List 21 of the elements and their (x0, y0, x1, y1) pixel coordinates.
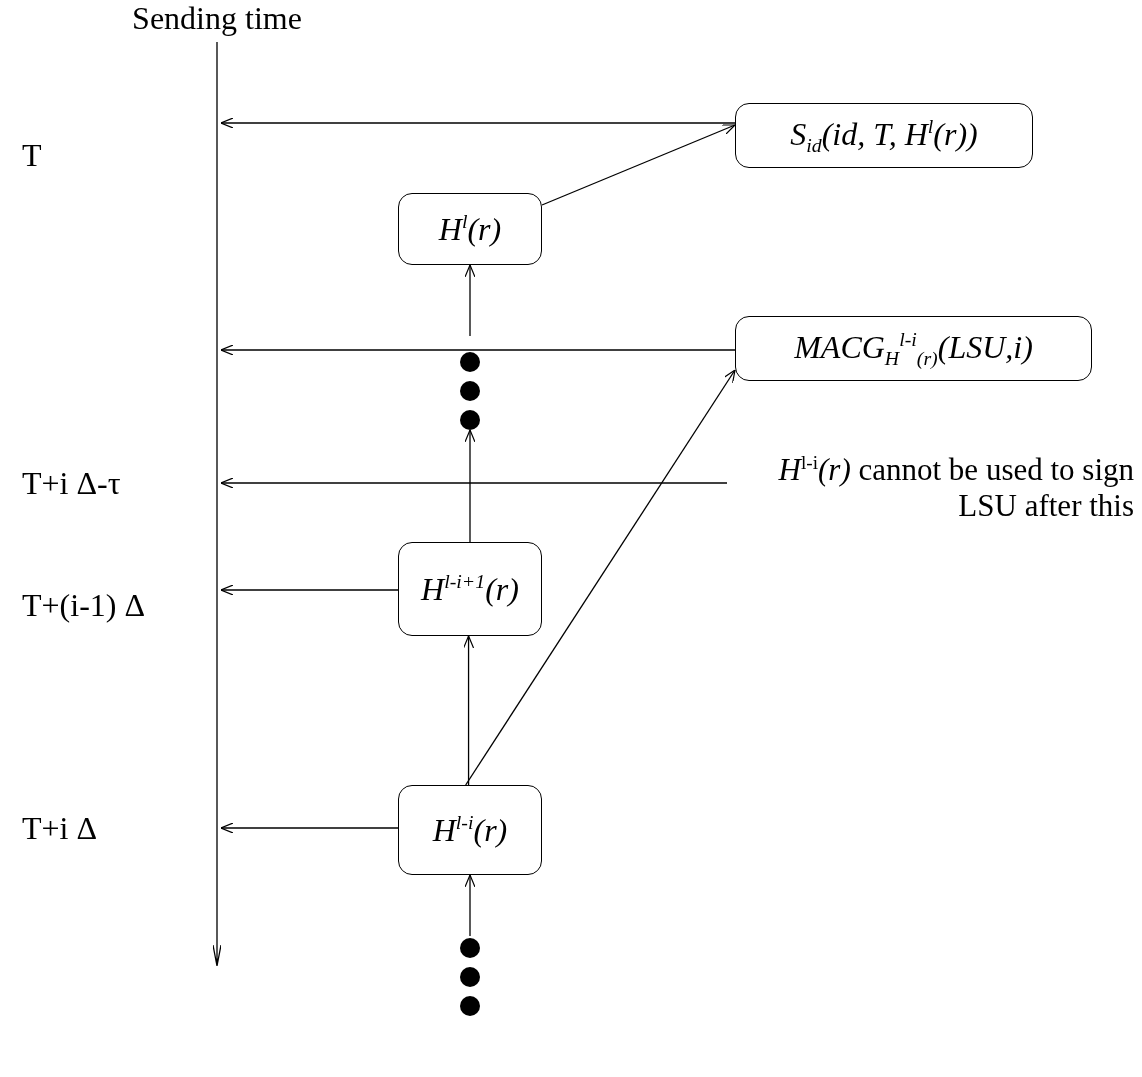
process-box: H$^{l-i+1}$(r) (398, 542, 542, 636)
arrow (541, 124, 736, 206)
arrow (464, 874, 476, 937)
arrow (220, 344, 736, 356)
arrow (220, 117, 736, 129)
arrow (464, 264, 476, 337)
process-box: S$_{id}$(id, T, H$^{l}$(r)) (735, 103, 1033, 168)
arrow (464, 429, 476, 543)
arrow (462, 635, 475, 786)
arrow (220, 822, 399, 834)
arrow (465, 369, 736, 786)
time-label: T+i Δ-τ (22, 464, 121, 502)
time-label: T (22, 136, 42, 174)
process-box: H$^{l-i}$(r) (398, 785, 542, 875)
time-label: T+(i-1) Δ (22, 586, 146, 624)
axis-title: Sending time (132, 0, 302, 37)
note-text: H$^{l-i}$(r) cannot be used to sign LSU after this (727, 448, 1134, 528)
time-label: T+i Δ (22, 809, 98, 847)
arrow (220, 584, 399, 596)
arrow (220, 477, 728, 489)
process-box: H$^{l}$(r) (398, 193, 542, 265)
